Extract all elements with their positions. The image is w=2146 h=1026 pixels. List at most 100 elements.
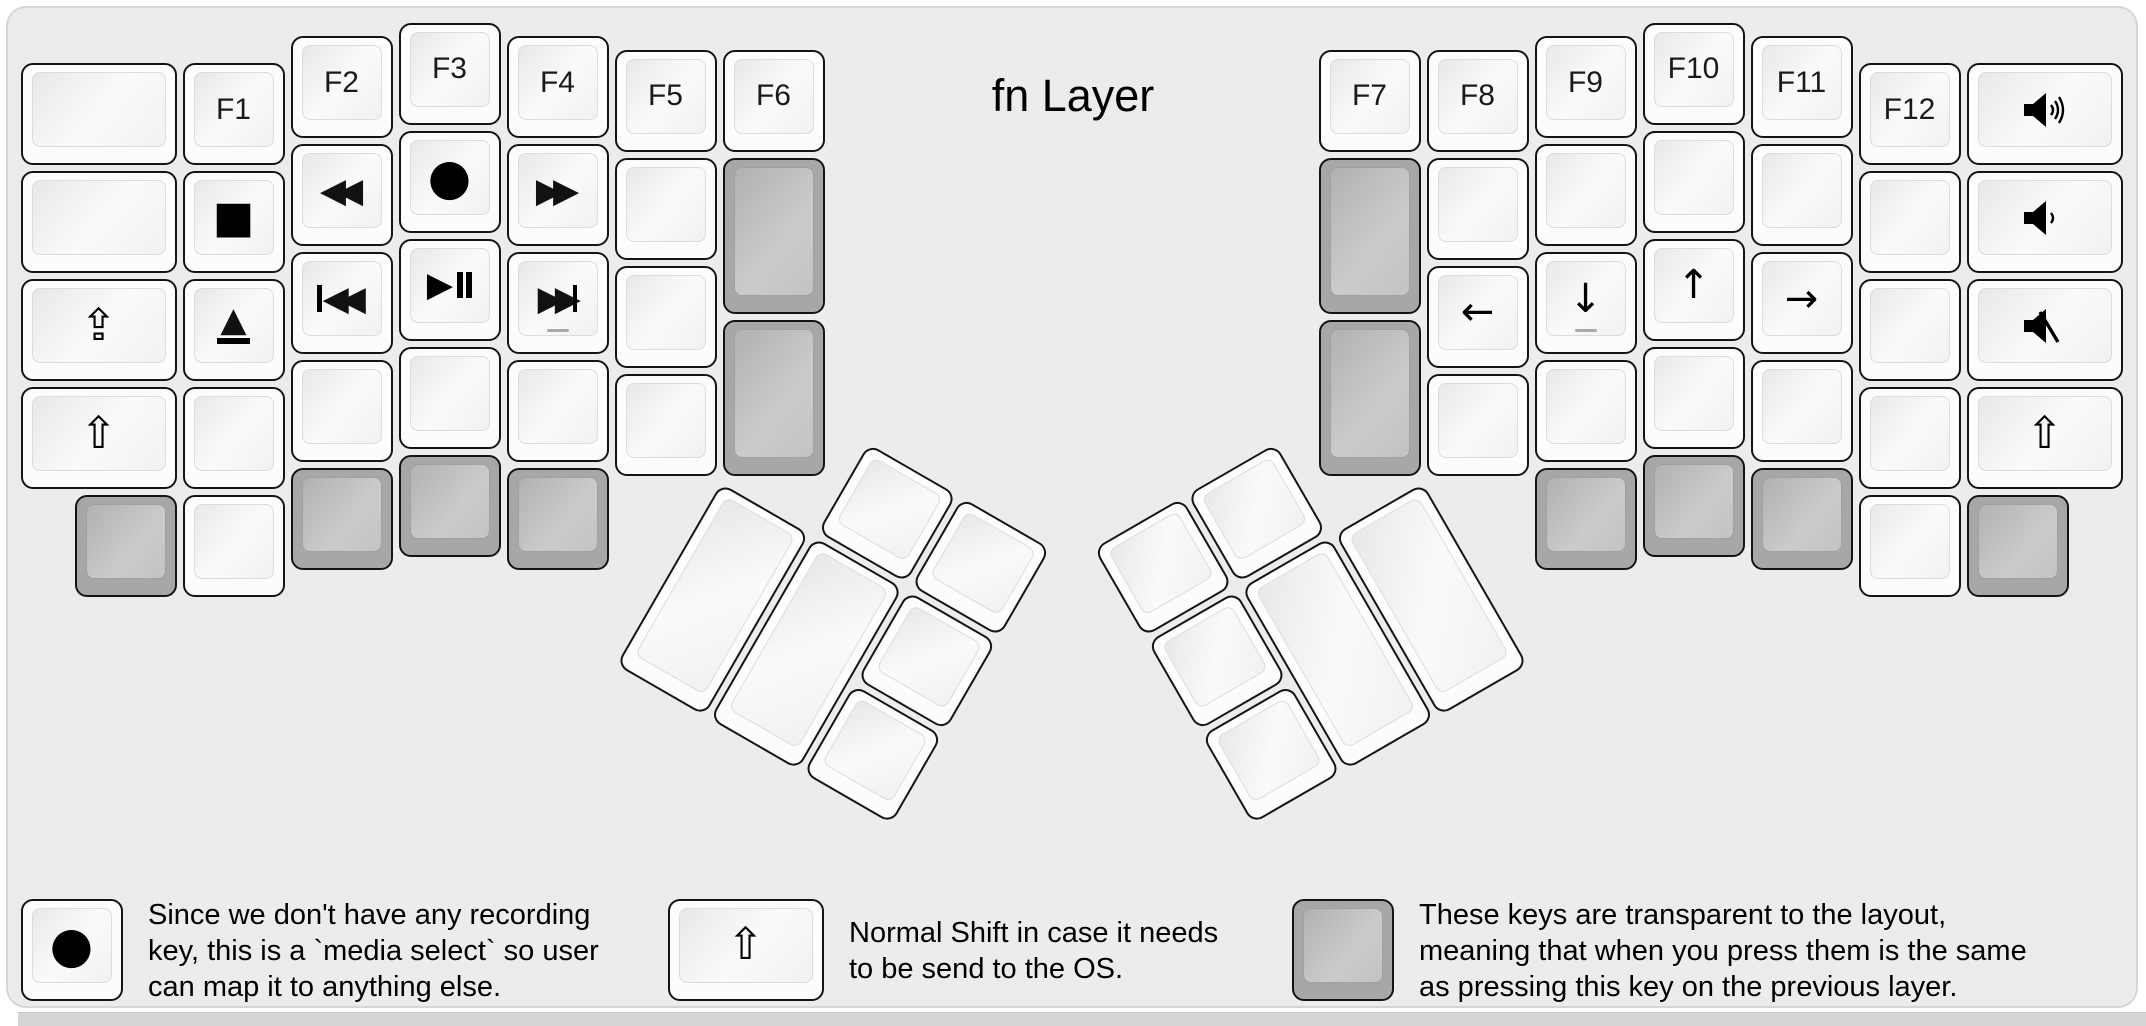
- key-transparent[interactable]: [722, 319, 825, 476]
- key-transparent[interactable]: [398, 454, 501, 557]
- key-f6[interactable]: F6: [722, 49, 825, 152]
- keycap-surface: [193, 396, 274, 471]
- key-label: F4: [539, 65, 575, 99]
- key-blank[interactable]: [1642, 346, 1745, 449]
- keycap-surface: [1977, 180, 2112, 255]
- key-transparent[interactable]: [1750, 468, 1853, 570]
- bottom-scrollbar-strip[interactable]: [18, 1012, 2146, 1026]
- legend-text-line: key, this is a `media select` so user: [148, 935, 599, 967]
- key-arrow-left[interactable]: ←: [1426, 265, 1529, 368]
- key-blank[interactable]: [1534, 360, 1637, 462]
- shift-icon: ⇧: [2026, 407, 2063, 459]
- key-f7[interactable]: F7: [1318, 49, 1421, 152]
- key-f1[interactable]: F1: [182, 63, 285, 165]
- key-f5[interactable]: F5: [614, 49, 717, 152]
- key-blank[interactable]: [1534, 144, 1637, 246]
- key-volume-up[interactable]: [1966, 63, 2123, 165]
- keycap-surface: [1329, 328, 1410, 458]
- key-blank[interactable]: [614, 265, 717, 368]
- keycap-surface: [193, 504, 274, 579]
- key-arrow-up[interactable]: ↑: [1642, 238, 1745, 341]
- key-arrow-right[interactable]: →: [1750, 252, 1853, 354]
- key-blank[interactable]: [1750, 144, 1853, 246]
- key-blank[interactable]: [1750, 360, 1853, 462]
- key-f2[interactable]: F2: [290, 36, 393, 138]
- key-transparent[interactable]: [74, 495, 177, 597]
- key-blank[interactable]: [398, 346, 501, 449]
- keycap-surface: ↑: [1653, 247, 1734, 323]
- key-f4[interactable]: F4: [506, 36, 609, 138]
- keycap-surface: [1653, 139, 1734, 215]
- key-transparent[interactable]: [1534, 468, 1637, 570]
- key-blank[interactable]: [1642, 130, 1745, 233]
- key-blank[interactable]: [290, 360, 393, 462]
- keycap-surface: [1545, 369, 1626, 444]
- key-rewind[interactable]: ◀◀: [290, 144, 393, 246]
- key-f3[interactable]: F3: [398, 22, 501, 125]
- key-play-pause[interactable]: ▶: [398, 238, 501, 341]
- keycap-surface: [1545, 153, 1626, 228]
- key-transparent[interactable]: [290, 468, 393, 570]
- key-blank[interactable]: [1858, 171, 1961, 273]
- keycap-surface: ←: [1437, 274, 1518, 350]
- key-transparent[interactable]: [1642, 454, 1745, 557]
- key-blank[interactable]: [1426, 373, 1529, 476]
- key-transparent[interactable]: [722, 157, 825, 314]
- key-f12[interactable]: F12: [1858, 63, 1961, 165]
- legend-item-text: These keys are transparent to the layout…: [1419, 897, 2027, 1005]
- key-f10[interactable]: F10: [1642, 22, 1745, 125]
- key-fast-forward[interactable]: ▶▶: [506, 144, 609, 246]
- key-transparent[interactable]: [1318, 157, 1421, 314]
- key-prev-track[interactable]: ◀◀: [290, 252, 393, 354]
- key-transparent[interactable]: [506, 468, 609, 570]
- key-eject[interactable]: ▲: [182, 279, 285, 381]
- fast-forward-icon: ▶▶: [535, 170, 579, 211]
- key-blank[interactable]: [182, 387, 285, 489]
- key-stop[interactable]: ■: [182, 171, 285, 273]
- key-arrow-down[interactable]: ↓: [1534, 252, 1637, 354]
- key-shift[interactable]: ⇧: [1966, 387, 2123, 489]
- key-label: F8: [1459, 79, 1495, 112]
- homing-bar: [1574, 328, 1597, 332]
- keycap-surface: [1761, 369, 1842, 444]
- keycap-surface: [301, 477, 382, 552]
- keycap-surface: [1329, 166, 1410, 296]
- key-f9[interactable]: F9: [1534, 36, 1637, 138]
- keycap-surface: F1: [193, 72, 274, 147]
- key-blank[interactable]: [614, 373, 717, 476]
- key-blank[interactable]: [20, 171, 177, 273]
- keycap-surface: [517, 477, 598, 552]
- key-blank[interactable]: [20, 63, 177, 165]
- key-blank[interactable]: [506, 360, 609, 462]
- key-blank[interactable]: [1858, 387, 1961, 489]
- key-blank[interactable]: [182, 495, 285, 597]
- key-shift[interactable]: ⇧: [20, 387, 177, 489]
- keycap-surface: [409, 463, 490, 539]
- keycap-surface: F4: [517, 45, 598, 120]
- keycap-surface: [31, 72, 166, 147]
- key-volume-down[interactable]: [1966, 171, 2123, 273]
- keycap-surface: [1437, 166, 1518, 242]
- key-f11[interactable]: F11: [1750, 36, 1853, 138]
- key-blank[interactable]: [1426, 157, 1529, 260]
- key-transparent[interactable]: [1318, 319, 1421, 476]
- key-caps-lock[interactable]: ⇪: [20, 279, 177, 381]
- key-transparent[interactable]: [1966, 495, 2069, 597]
- key-mute[interactable]: [1966, 279, 2123, 381]
- volume-up-icon: [2023, 92, 2064, 127]
- key-blank[interactable]: [614, 157, 717, 260]
- keycap-surface: [1437, 382, 1518, 458]
- record-icon: ●: [427, 148, 472, 206]
- key-blank[interactable]: [1858, 495, 1961, 597]
- record-icon: ●: [49, 916, 94, 974]
- key-label: F1: [215, 92, 251, 126]
- legend-key-transparent: [1291, 898, 1394, 1001]
- key-f8[interactable]: F8: [1426, 49, 1529, 152]
- key-blank[interactable]: [1858, 279, 1961, 381]
- key-label: F5: [647, 79, 683, 112]
- key-next-track[interactable]: ▶▶: [506, 252, 609, 354]
- keycap-surface: F8: [1437, 58, 1518, 134]
- key-label: F3: [431, 52, 467, 85]
- key-record[interactable]: ●: [398, 130, 501, 233]
